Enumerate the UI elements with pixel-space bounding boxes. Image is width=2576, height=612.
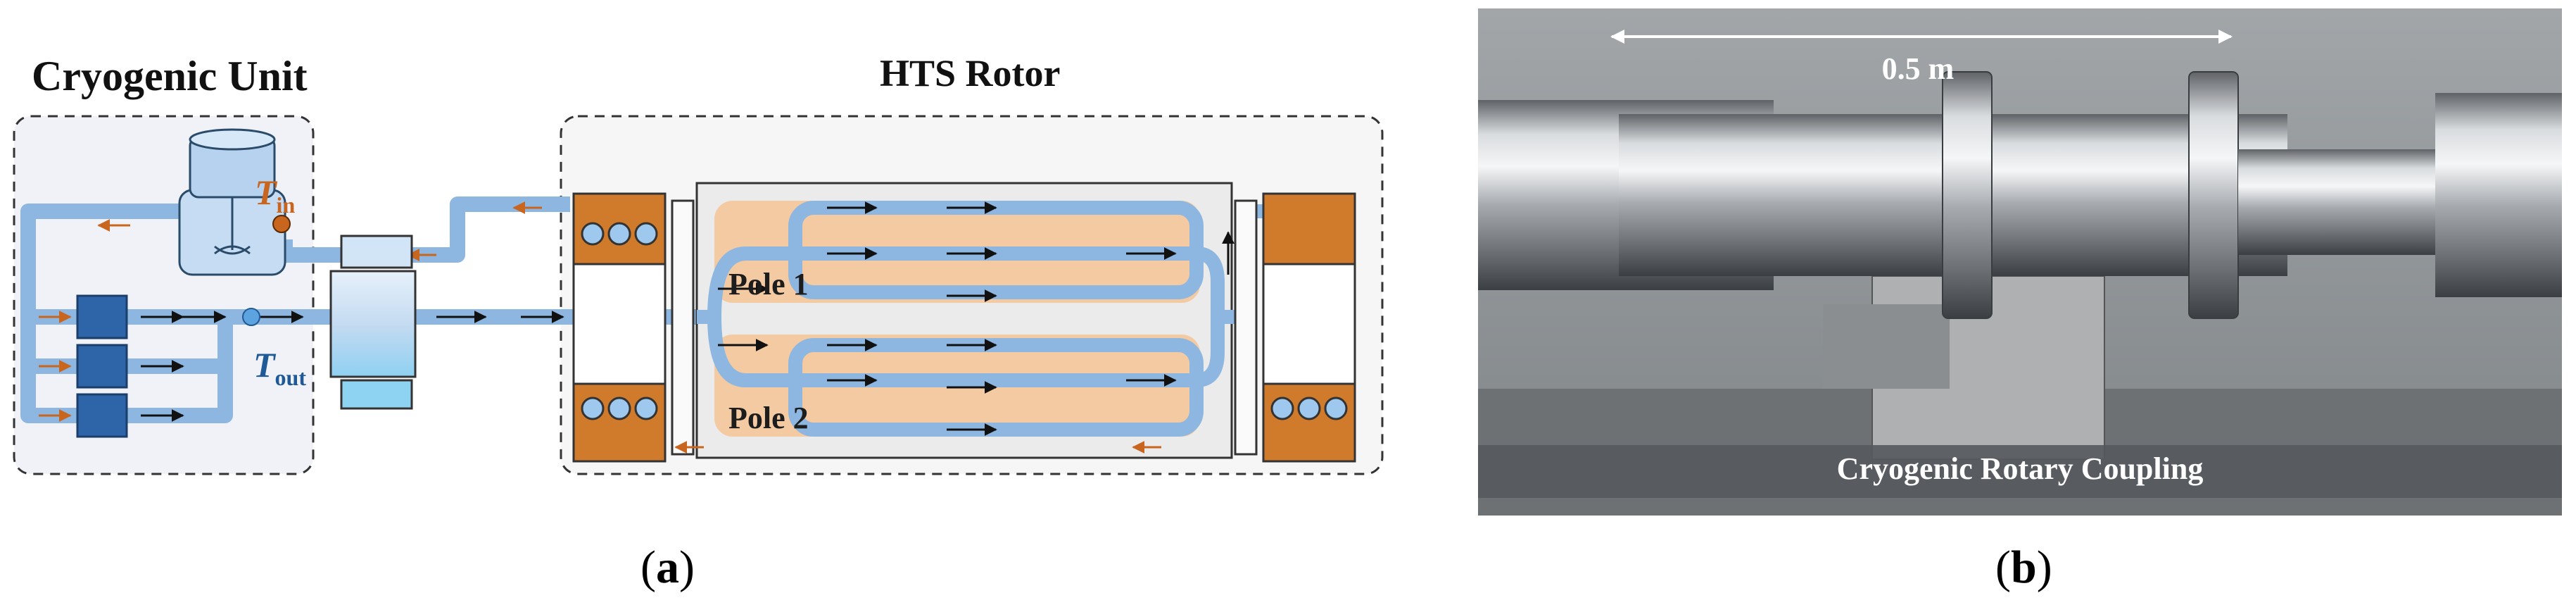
scale-label: 0.5 m — [1882, 51, 1955, 86]
right-cylinder — [2435, 93, 2562, 297]
left-flange — [1942, 71, 1993, 319]
rotary-joint-icon — [329, 235, 417, 410]
flow-arrows-return — [39, 201, 542, 422]
control-panel — [1823, 304, 1950, 389]
t-out-label: Tout — [253, 345, 306, 390]
right-coil-icon — [1262, 192, 1356, 463]
t-out-symbol: T — [253, 345, 277, 385]
t-in-sensor-icon — [272, 215, 291, 233]
caption-b: (b) — [1995, 541, 2052, 594]
t-in-symbol: T — [255, 173, 278, 212]
caption-b-open: ( — [1995, 542, 2011, 593]
caption-bar — [1478, 445, 2562, 498]
right-flange — [2188, 71, 2239, 319]
caption-b-close: ) — [2036, 542, 2052, 593]
t-out-subscript: out — [275, 365, 307, 390]
cryogenic-unit-title: Cryogenic Unit — [32, 53, 308, 99]
flow-arrows-rotor — [718, 201, 1235, 436]
pump-2 — [76, 344, 128, 389]
pump-1 — [76, 294, 128, 339]
shaft — [2238, 149, 2449, 255]
caption-a-close: ) — [678, 542, 695, 593]
hts-rotor-title: HTS Rotor — [880, 52, 1061, 94]
caption-a-open: ( — [640, 542, 656, 593]
t-out-sensor-icon — [242, 308, 260, 326]
coupling-label: Cryogenic Rotary Coupling — [1837, 451, 2204, 486]
left-end-plate — [671, 199, 695, 456]
pole-1-label: Pole 1 — [728, 267, 809, 301]
right-end-plate — [1234, 199, 1258, 456]
pump-3 — [76, 393, 128, 438]
t-in-label: Tin — [255, 173, 295, 218]
left-coil-icon — [572, 192, 667, 463]
t-in-subscript: in — [277, 192, 296, 218]
caption-b-letter: b — [2010, 542, 2037, 593]
coupling-photograph: Cryogenic Rotary Coupling 0.5 m — [1478, 8, 2562, 516]
pole-2-label: Pole 2 — [728, 401, 809, 435]
flow-arrows-cryo — [141, 311, 564, 422]
cryocooler-icon — [178, 128, 286, 276]
cooling-schematic-diagram: Cryogenic Unit HTS Rotor — [13, 52, 1384, 475]
caption-a-letter: a — [655, 542, 679, 593]
caption-a: (a) — [640, 541, 695, 594]
